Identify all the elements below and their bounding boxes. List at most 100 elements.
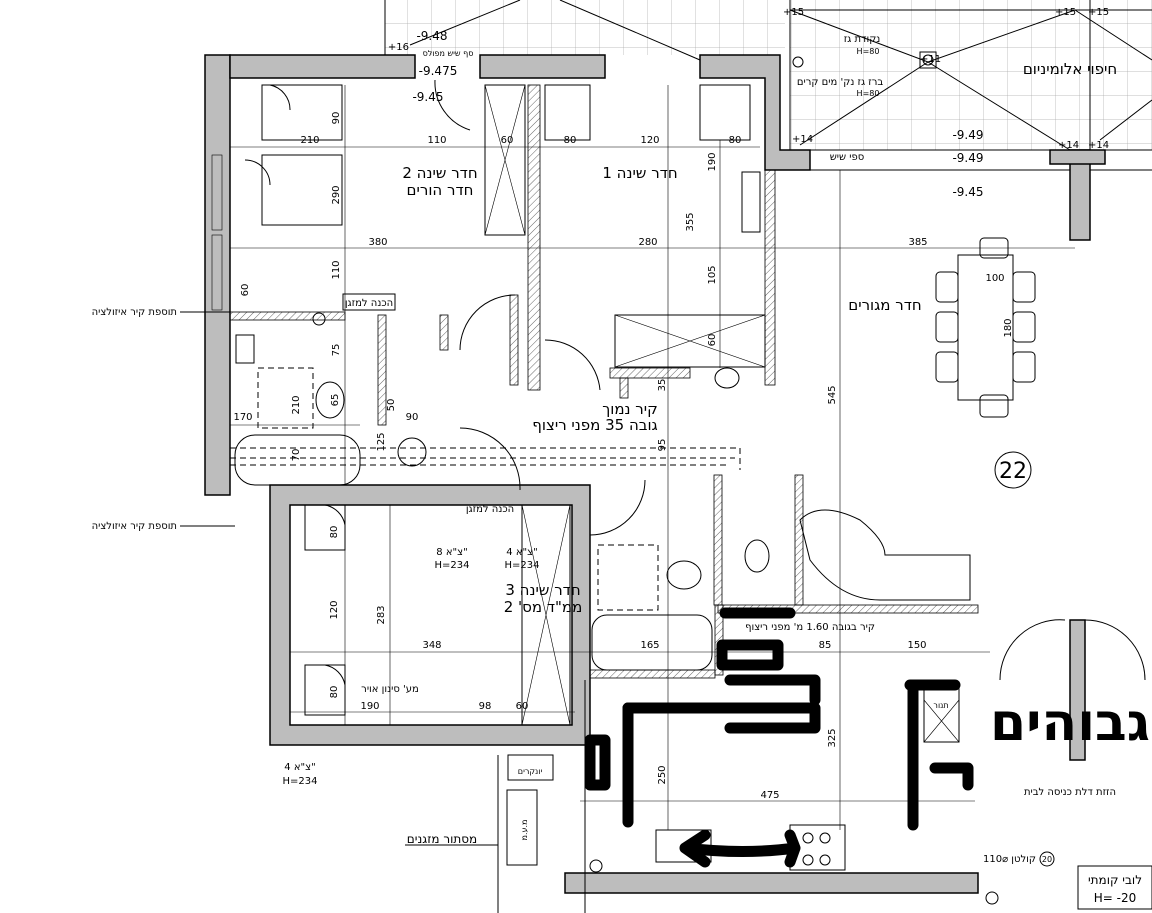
note-air-filter: מע' סינון אויר <box>361 684 419 695</box>
level: -9.49 <box>952 151 983 165</box>
dim: 110 <box>427 135 446 146</box>
dim: 348 <box>422 640 441 651</box>
level: -9.45 <box>952 185 983 199</box>
note-oven: תנור <box>933 701 948 710</box>
note-vent: צ"א 8" <box>436 547 467 558</box>
dim: 60 <box>516 701 529 712</box>
note-leveled-sill: סף שיש מפולס <box>423 49 474 58</box>
dim: 475 <box>760 790 779 801</box>
dim: 385 <box>908 237 927 248</box>
dim: 90 <box>406 412 419 423</box>
note-ac-screen: מסתור מזגנים <box>407 832 477 846</box>
note-gas-point-height: H=80 <box>857 47 880 56</box>
room-sublabel-bedroom2: חדר הורים <box>407 181 474 199</box>
note-gas-point: נקודת גז <box>844 34 881 45</box>
dim: 75 <box>331 344 342 357</box>
note-low-wall-height: גובה 35 מפני ריצוף <box>532 416 657 434</box>
lobby-label: לובי קומתי <box>1088 873 1142 887</box>
dim: 210 <box>291 395 302 414</box>
dim: 60 <box>707 334 718 347</box>
note-insulation: תוספת קיר איזולציה <box>92 307 177 318</box>
room-label-bedroom2: חדר שינה 2 <box>402 164 477 182</box>
dim: 65 <box>330 394 341 407</box>
balcony-area <box>384 0 1152 171</box>
level: -9.45 <box>412 90 443 104</box>
lobby-height: H= -20 <box>1094 891 1137 905</box>
dim: 280 <box>638 237 657 248</box>
dim: 170 <box>233 412 252 423</box>
room-label-bedroom3: חדר שינה 3 <box>505 581 580 599</box>
level: -9.49 <box>952 128 983 142</box>
dim: 125 <box>376 432 387 451</box>
dim: 50 <box>386 399 397 412</box>
dim: 80 <box>729 135 742 146</box>
dim: 180 <box>1003 318 1014 337</box>
doors <box>244 79 1146 686</box>
collector-number: 20 <box>1042 855 1052 864</box>
marker-annotations: גבוהים <box>584 607 1150 868</box>
fixtures <box>234 84 1036 913</box>
level: +15 <box>1055 7 1076 18</box>
level: +11 <box>920 54 941 65</box>
dim: 150 <box>907 640 926 651</box>
dim: 380 <box>368 237 387 248</box>
dim: 98 <box>479 701 492 712</box>
dimension-labels: 110 60 80 120 80 210 90 190 290 380 280 … <box>233 112 1014 801</box>
unit-number: 22 <box>999 459 1027 484</box>
note-louvers: יונקרים <box>518 767 543 776</box>
dim: 60 <box>501 135 514 146</box>
dim: 283 <box>376 605 387 624</box>
level-markers: -9.48 -9.475 -9.45 -9.49 -9.49 -9.45 +15… <box>388 7 1109 199</box>
note-vent: צ"א 4" <box>506 547 537 558</box>
level: -9.475 <box>419 64 458 78</box>
interior-walls <box>229 84 979 679</box>
dim: 60 <box>240 284 251 297</box>
dimension-lines <box>230 85 1075 830</box>
dim: 190 <box>707 152 718 171</box>
level: +14 <box>1088 140 1109 151</box>
level: -9.48 <box>416 29 447 43</box>
note-vent-height: H=234 <box>505 560 540 571</box>
dim: 105 <box>707 265 718 284</box>
level: +15 <box>1088 7 1109 18</box>
dim: 290 <box>331 185 342 204</box>
handwritten-note: גבוהים <box>990 693 1150 753</box>
dim: 80 <box>564 135 577 146</box>
note-move-door: הזזת דלת כניסה לבית <box>1024 787 1116 798</box>
walls <box>204 54 1106 894</box>
dim: 190 <box>360 701 379 712</box>
level: +14 <box>1058 140 1079 151</box>
note-collector: קולטן ⌀110 <box>983 854 1036 865</box>
room-label-bedroom1: חדר שינה 1 <box>602 164 677 182</box>
dim: 545 <box>827 385 838 404</box>
note-gas-tap: ברז גז נק' מים קרים <box>797 77 884 88</box>
dim: 120 <box>329 600 340 619</box>
level: +14 <box>792 134 813 145</box>
dim: 80 <box>329 686 340 699</box>
dim: 100 <box>985 273 1004 284</box>
dim: 355 <box>685 212 696 231</box>
note-ac-prep: הכנה למזגן <box>345 298 393 309</box>
dim: 90 <box>331 112 342 125</box>
dim: 210 <box>300 135 319 146</box>
dim: 120 <box>640 135 659 146</box>
dim: 35 <box>657 379 668 392</box>
note-vent-height: H=234 <box>283 776 318 787</box>
labels: חדר שינה 2 חדר הורים חדר שינה 1 חדר מגור… <box>92 34 1152 910</box>
note-vent: צ"א 4" <box>284 762 315 773</box>
room-label-living: חדר מגורים <box>848 296 921 314</box>
level: +16 <box>388 42 409 53</box>
note-gas-tap-height: H=80 <box>857 89 880 98</box>
note-low-wall: קיר נמוך <box>602 400 658 418</box>
note-insulation: תוספת קיר איזולציה <box>92 521 177 532</box>
note-marble-sill: ספי שיש <box>830 152 865 163</box>
note-alu-cladding: חיפוי אלומיניום <box>1023 60 1117 78</box>
dim: 110 <box>331 260 342 279</box>
dim: 165 <box>640 640 659 651</box>
note-ac-prep: הכנה למזגן <box>466 504 514 515</box>
level: +15 <box>783 7 804 18</box>
dim: 325 <box>827 728 838 747</box>
room-sublabel-bedroom3: ממ"ד מס' 2 <box>504 598 583 616</box>
note-mam: מ.ע.מ <box>520 820 529 841</box>
